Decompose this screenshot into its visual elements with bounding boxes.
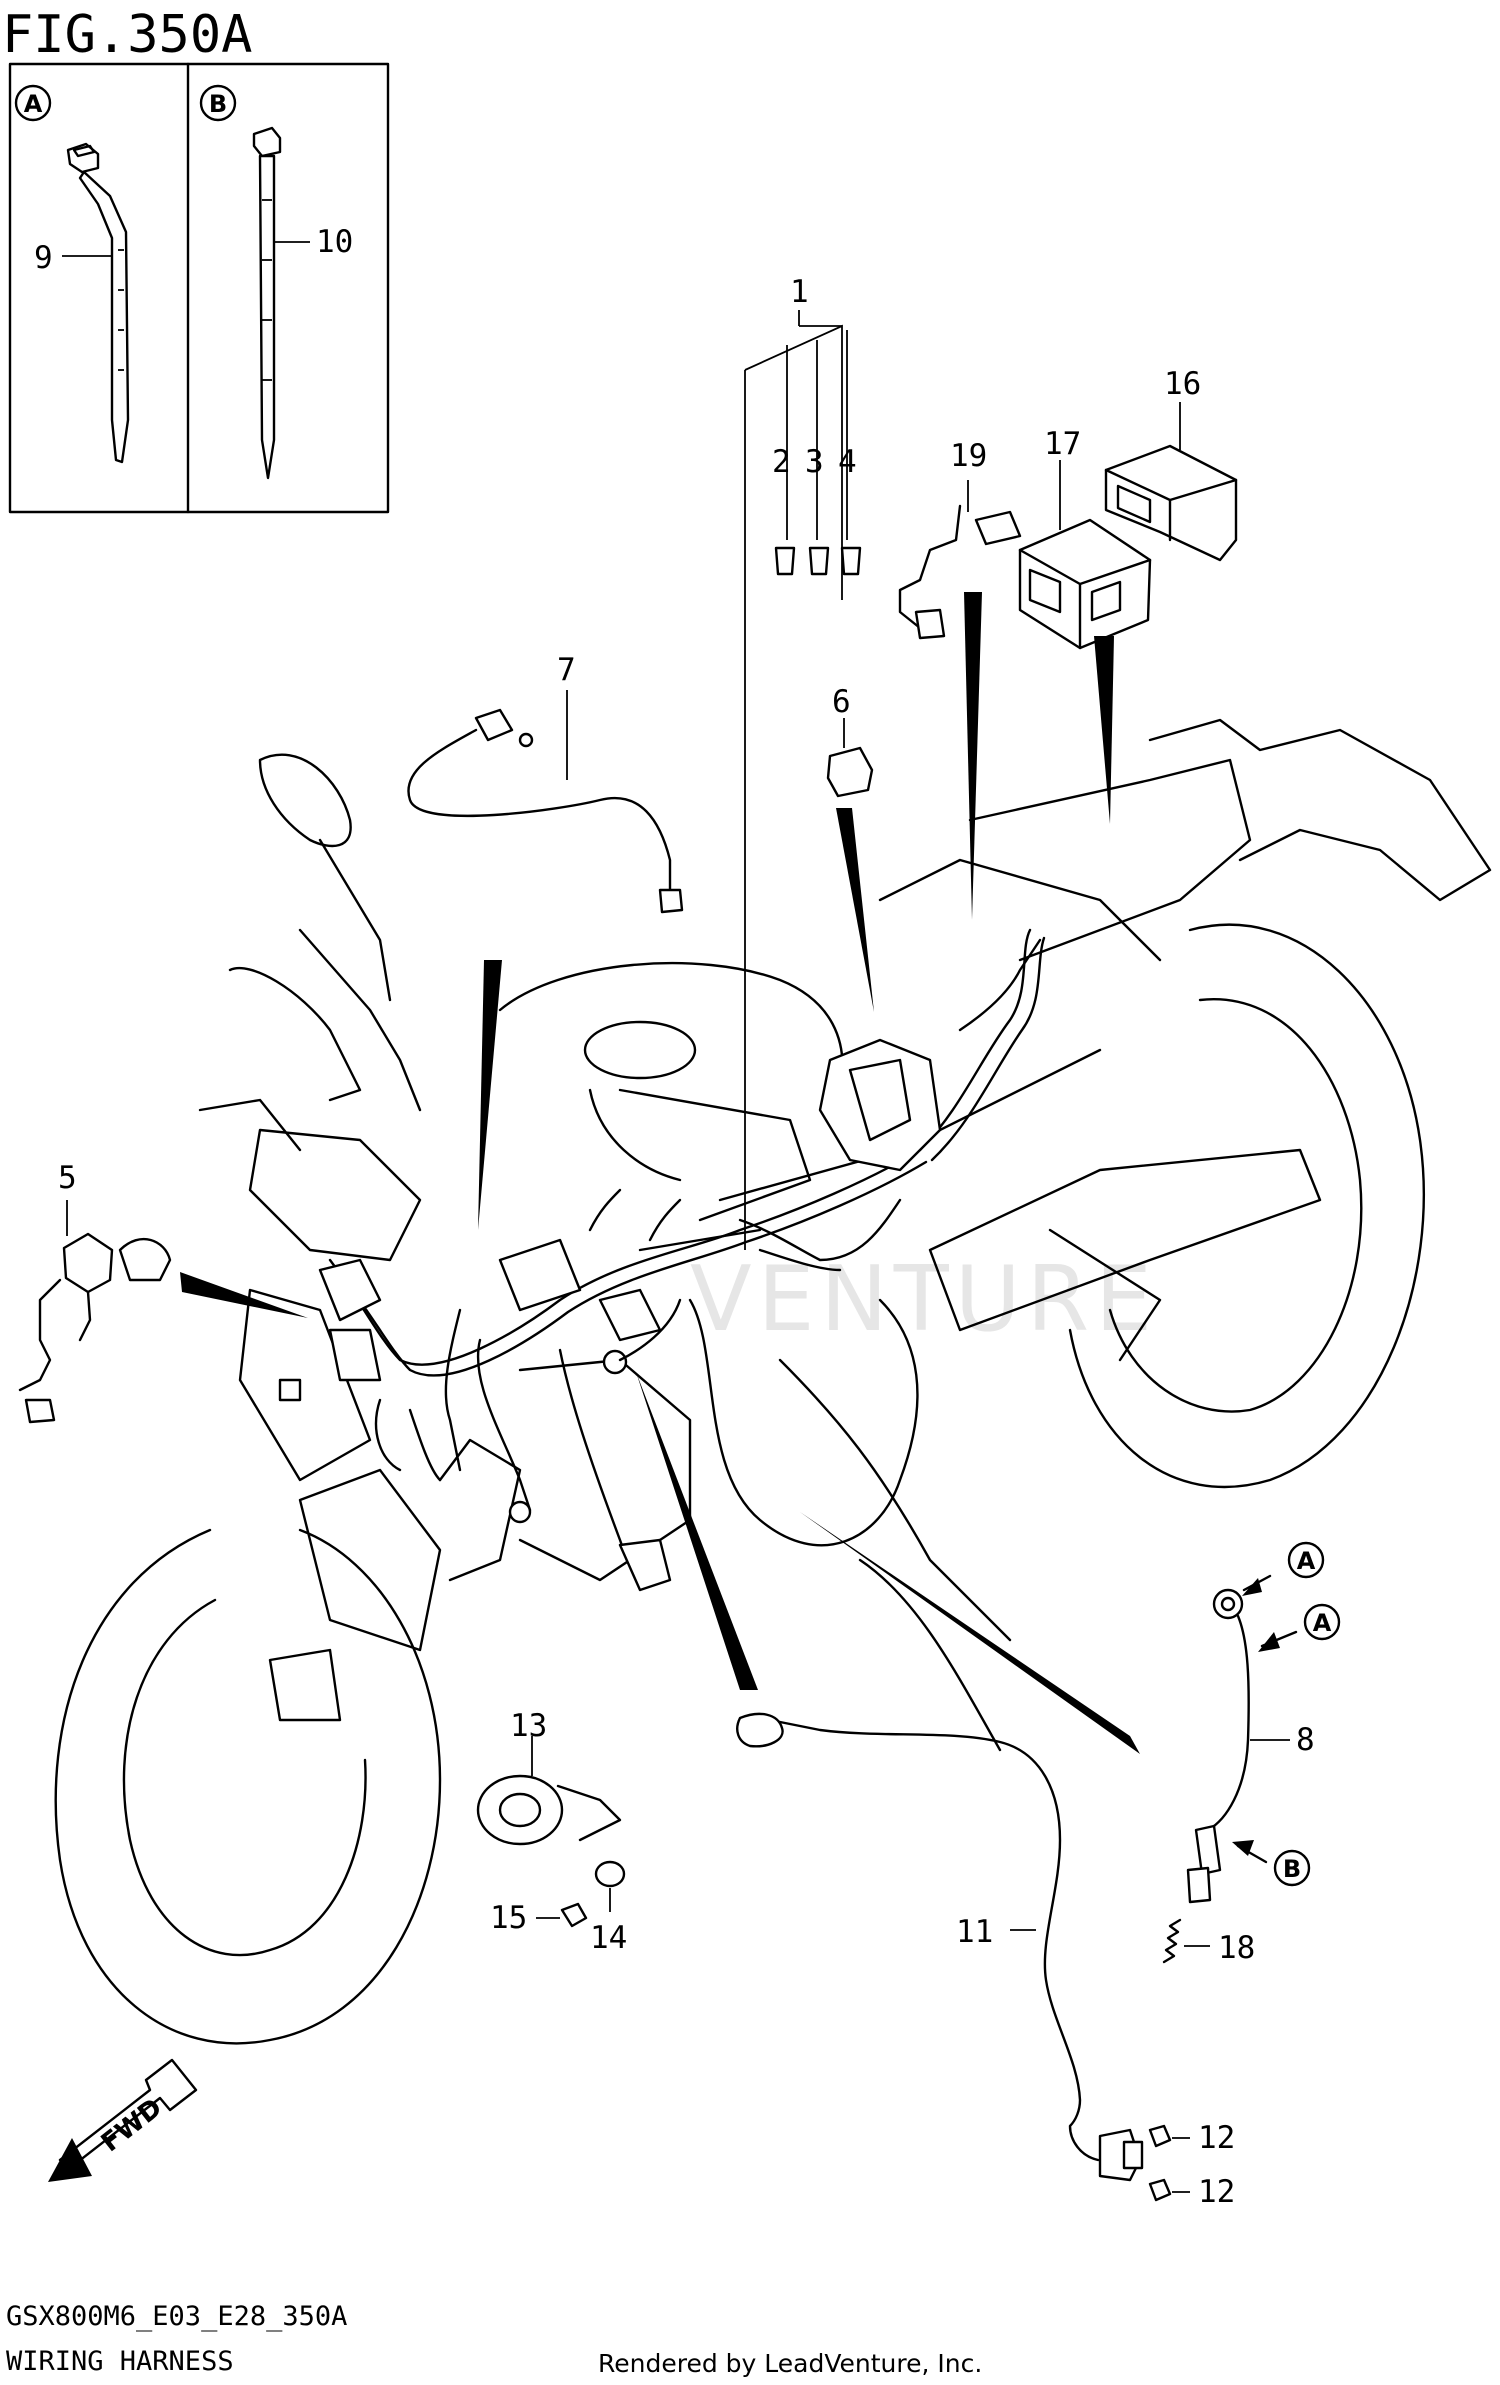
callout-11[interactable]: 11 <box>956 1914 993 1950</box>
svg-text:A: A <box>1313 1609 1332 1637</box>
cable-tie-clamp-icon <box>66 142 130 464</box>
section-name: WIRING HARNESS <box>6 2346 234 2377</box>
cable-tie-icon <box>252 126 282 480</box>
callout-14[interactable]: 14 <box>590 1920 627 1956</box>
part-14-washer <box>594 1860 626 1912</box>
rendered-by-credit: Rendered by LeadVenture, Inc. <box>598 2349 982 2378</box>
callout-18[interactable]: 18 <box>1218 1930 1255 1966</box>
part-13-horn <box>476 1736 622 1846</box>
callout-6[interactable]: 6 <box>832 684 851 720</box>
callout-12-lower[interactable]: 12 <box>1198 2174 1235 2210</box>
callout-15[interactable]: 15 <box>490 1900 527 1936</box>
callout-12-upper[interactable]: 12 <box>1198 2120 1235 2156</box>
bolt-icon <box>1148 2124 1190 2148</box>
callout-2[interactable]: 2 <box>772 444 791 480</box>
circle-letter-b-icon: B <box>199 84 237 122</box>
inset-panel-b: B 10 <box>199 84 353 480</box>
inset-panel-a: A 9 <box>14 84 130 464</box>
callout-19[interactable]: 19 <box>950 438 987 474</box>
reference-marker-a-1: A <box>1242 1541 1325 1596</box>
part-15-bolt <box>536 1902 588 1928</box>
part-16-module <box>1104 402 1238 562</box>
reference-marker-a-2: A <box>1258 1603 1341 1652</box>
wiring-harness-main <box>278 928 1046 1592</box>
callout-8[interactable]: 8 <box>1296 1722 1315 1758</box>
part-8-ground-lead <box>1186 1588 1290 1904</box>
figure-title: FIG.350A <box>2 5 252 65</box>
bolt-icon <box>1148 2178 1190 2202</box>
fuse-icon <box>808 546 830 576</box>
callout-16[interactable]: 16 <box>1164 366 1201 402</box>
callout-7[interactable]: 7 <box>557 652 576 688</box>
motorcycle-outline <box>54 718 1492 2045</box>
callout-10[interactable]: 10 <box>316 224 353 260</box>
model-code: GSX800M6_E03_E28_350A <box>6 2301 347 2332</box>
fuse-group <box>744 310 862 1250</box>
fuse-icon <box>774 546 796 576</box>
circle-letter-a-icon: A <box>14 84 52 122</box>
part-17-control-unit <box>1018 460 1152 650</box>
fuse-icon <box>840 546 862 576</box>
part-18-spring <box>1162 1918 1210 1964</box>
callout-17[interactable]: 17 <box>1044 426 1081 462</box>
svg-text:B: B <box>209 90 227 118</box>
callout-5[interactable]: 5 <box>58 1160 77 1196</box>
svg-text:A: A <box>1297 1547 1316 1575</box>
part-11-sensor-lead <box>736 1712 1144 2182</box>
watermark: VENTURE <box>690 1247 1158 1352</box>
part-6-clamp <box>826 718 874 798</box>
part-19-connector-lead <box>898 480 1022 640</box>
leader-wedges <box>180 592 1140 1754</box>
fwd-arrow-icon: FWD <box>48 2058 198 2182</box>
callout-13[interactable]: 13 <box>510 1708 547 1744</box>
reference-marker-b: B <box>1232 1840 1311 1887</box>
callout-9[interactable]: 9 <box>34 240 53 276</box>
callout-4[interactable]: 4 <box>838 444 857 480</box>
svg-text:A: A <box>24 90 43 118</box>
part-7-wire-lead <box>407 690 684 914</box>
callout-1[interactable]: 1 <box>790 274 809 310</box>
part-12-bolts <box>1148 2124 1190 2202</box>
callout-3[interactable]: 3 <box>805 444 824 480</box>
part-5-bracket <box>18 1200 172 1424</box>
svg-text:B: B <box>1283 1855 1301 1883</box>
inset-box <box>8 62 390 514</box>
